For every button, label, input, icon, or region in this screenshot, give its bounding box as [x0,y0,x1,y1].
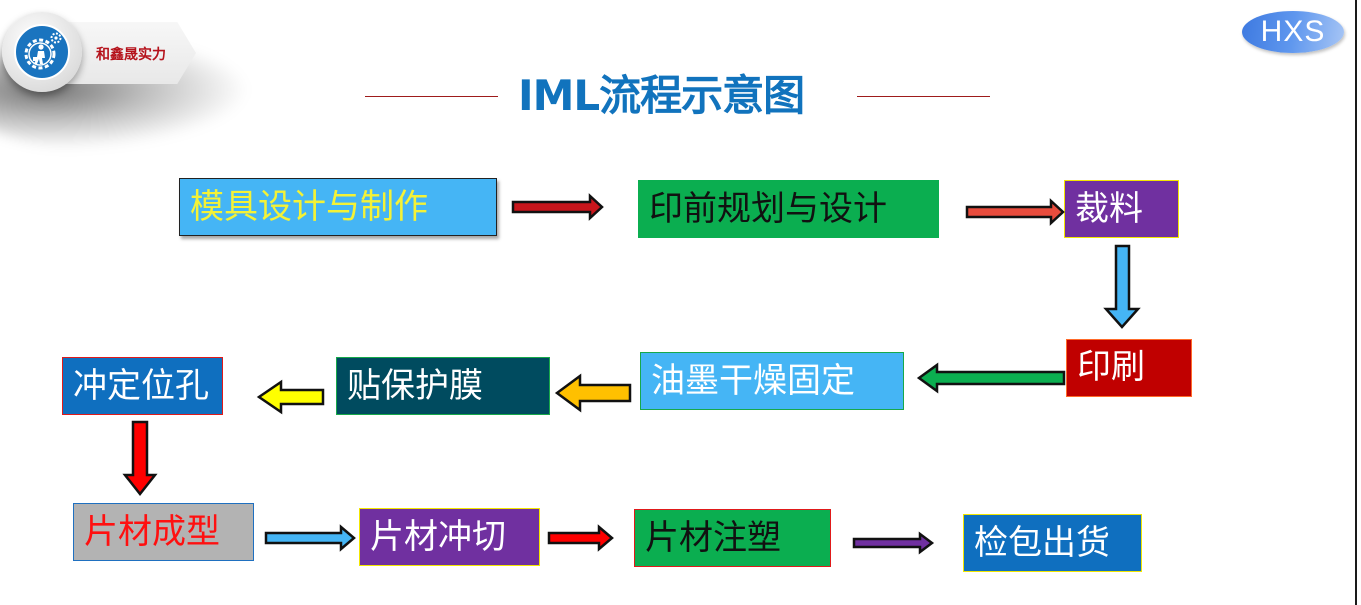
title-rule-left [365,96,498,97]
arrow-left [256,379,325,415]
title-rule-right [857,96,990,97]
step-mold-design: 模具设计与制作 [179,178,497,236]
step-punch-locating-holes: 冲定位孔 [62,357,223,415]
right-edge-rule [1355,0,1357,605]
step-prepress-planning: 印前规划与设计 [638,180,939,238]
arrow-right [965,198,1065,226]
step-cutting-material: 裁料 [1064,180,1179,238]
page-title: IML流程示意图 [518,71,805,120]
step-protective-film: 贴保护膜 [336,357,550,415]
arrow-left [916,362,1066,394]
step-sheet-injection: 片材注塑 [634,509,831,567]
arrow-right [511,193,604,221]
gear-person-icon [14,24,70,80]
hxs-logo: HXS [1242,11,1344,53]
badge-text: 和鑫晟实力 [96,47,166,63]
step-sheet-trimming: 片材冲切 [359,508,540,566]
step-printing: 印刷 [1066,339,1192,397]
arrow-down [122,420,158,497]
step-ink-drying: 油墨干燥固定 [640,352,904,410]
step-sheet-forming: 片材成型 [73,503,254,561]
arrow-right [264,524,356,552]
arrow-left [554,373,632,413]
arrow-down [1103,244,1141,329]
arrow-right [547,524,614,552]
arrow-right [852,531,935,555]
step-inspect-pack-ship: 检包出货 [963,514,1142,572]
